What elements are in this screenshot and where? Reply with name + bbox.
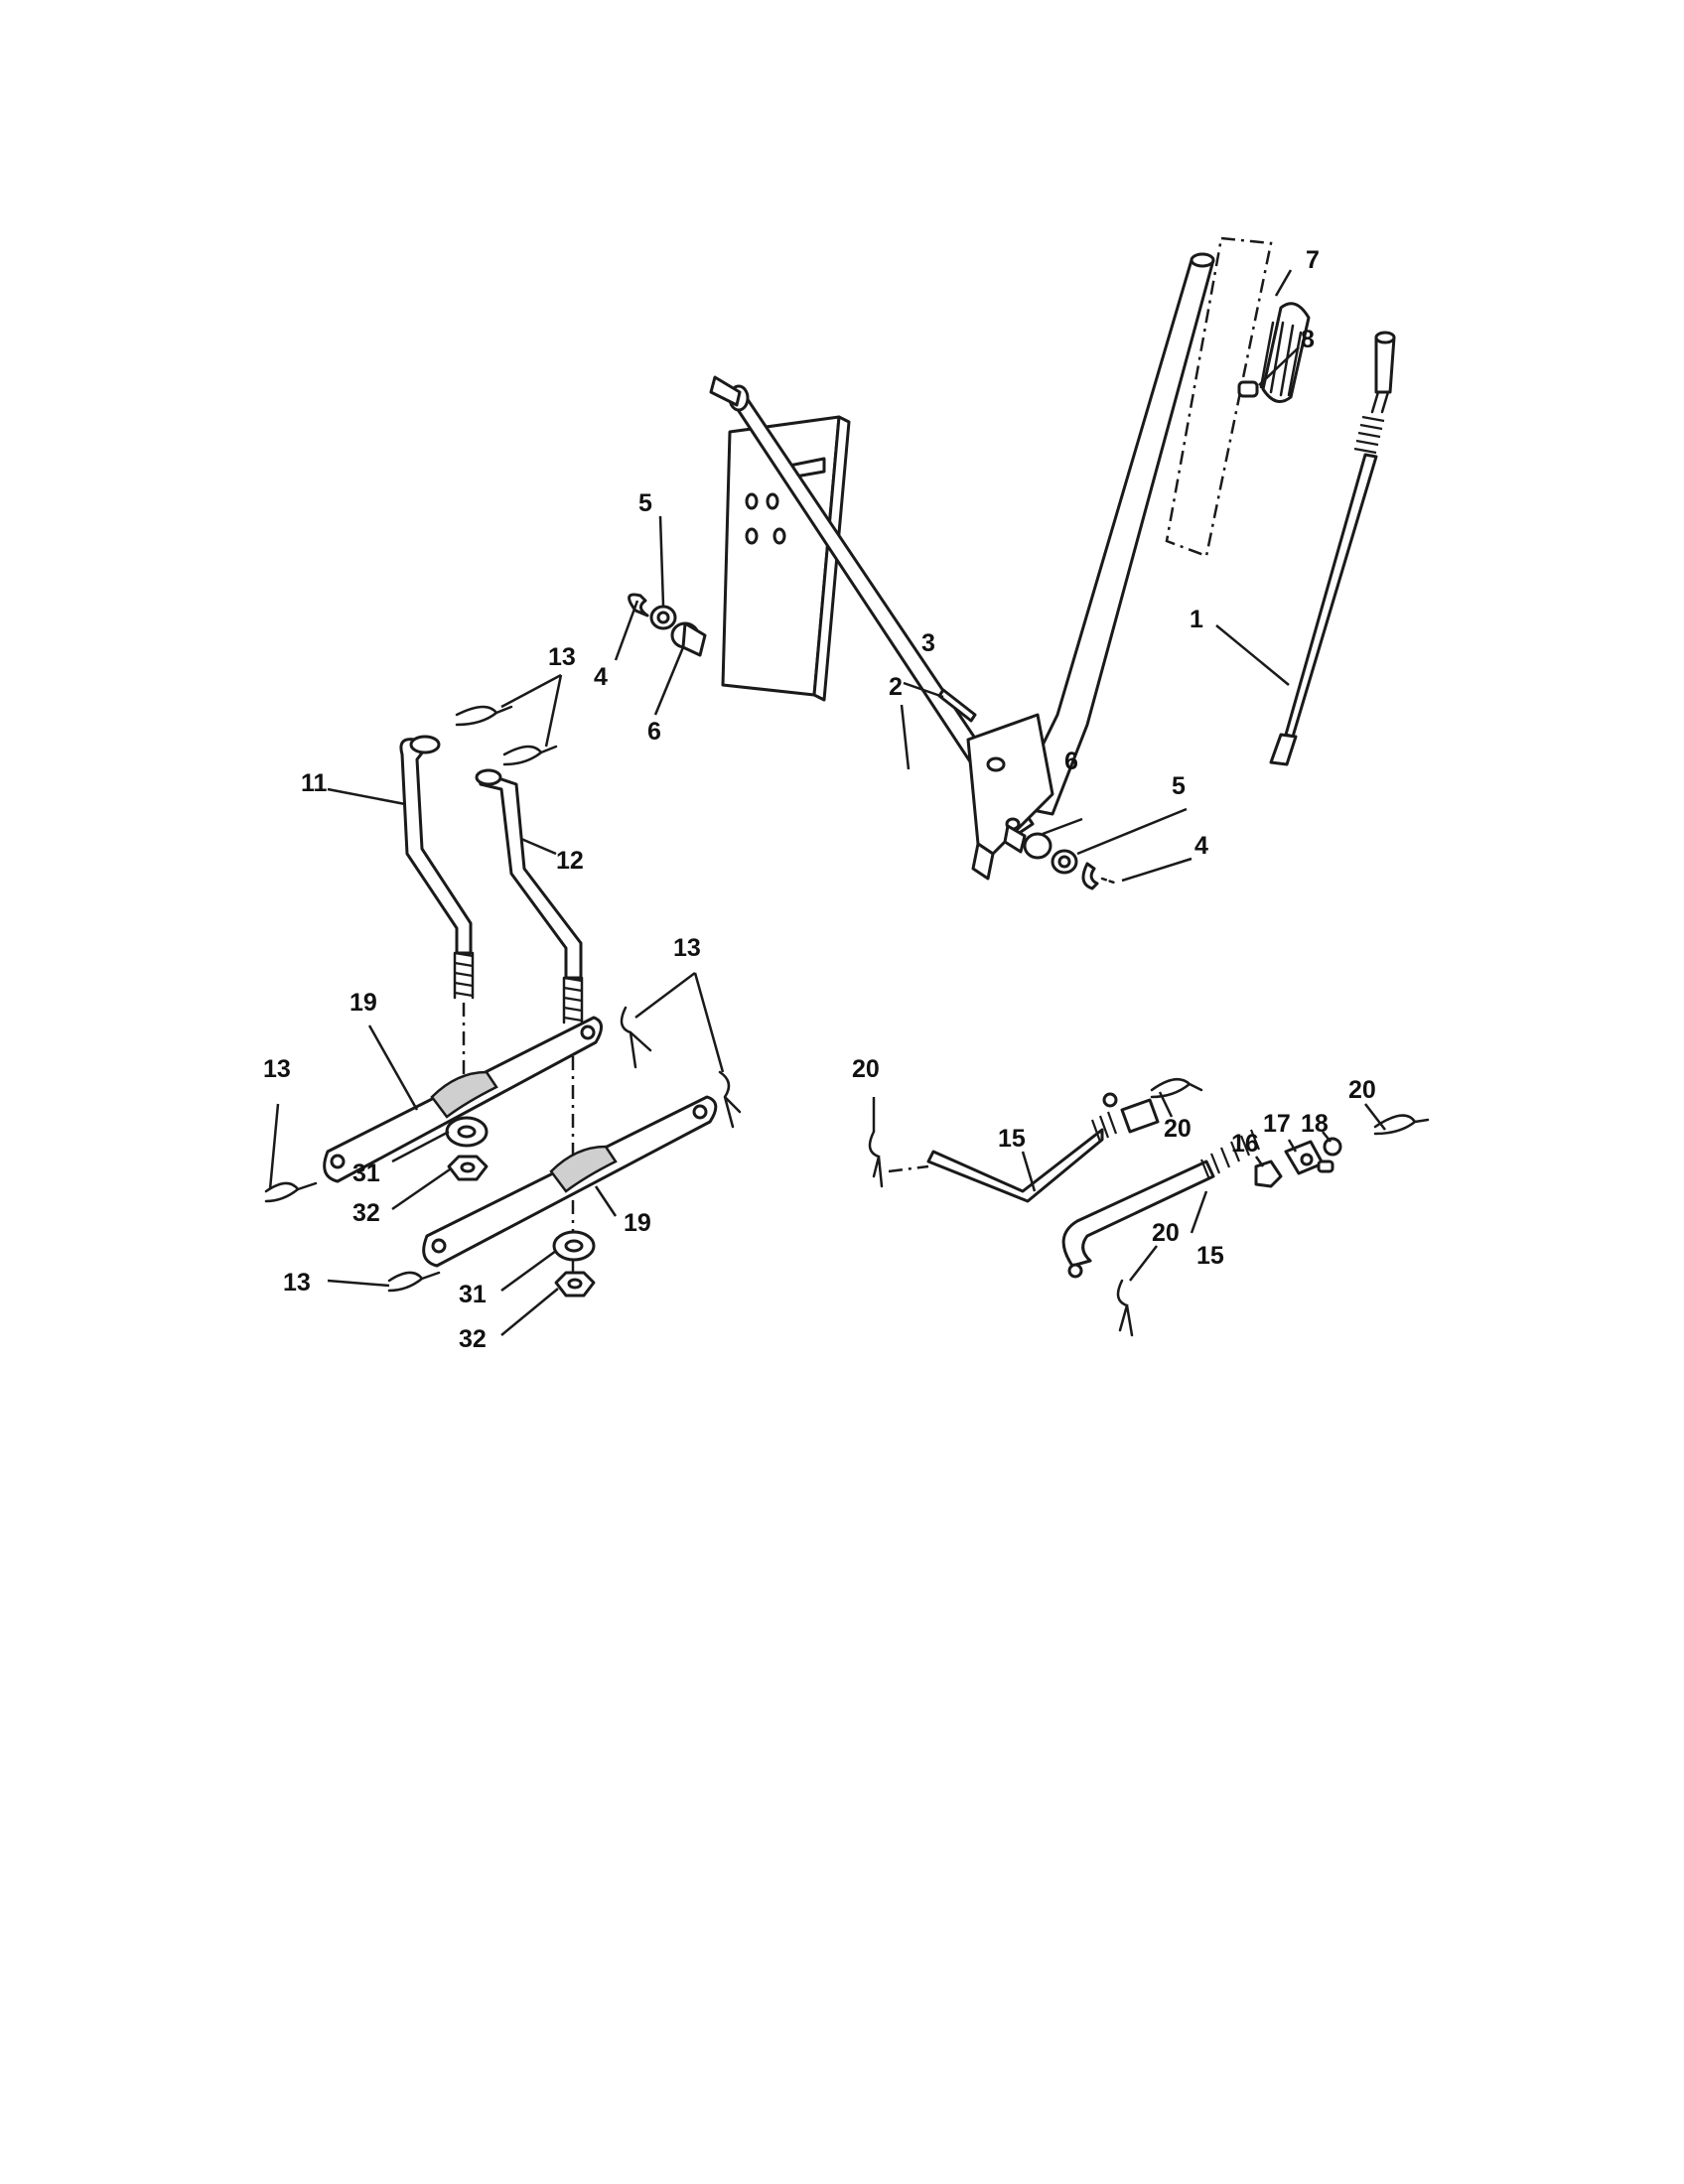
callout-5: 5 — [1172, 772, 1186, 800]
part-19-lift-bar-lower — [422, 1095, 718, 1268]
callout-8: 8 — [1301, 326, 1315, 353]
part-13-hairpin-clip — [387, 1271, 441, 1293]
callout-20: 20 — [1164, 1115, 1192, 1143]
callout-19: 19 — [624, 1209, 651, 1237]
callout-labels: 7 8 1 5 3 2 4 6 6 5 4 13 11 12 13 19 13 … — [263, 246, 1376, 1353]
callout-11: 11 — [301, 769, 328, 797]
part-20-hairpin-clip — [1116, 1279, 1134, 1337]
part-19-lift-bar-upper — [323, 1016, 603, 1183]
part-32-nut-left — [447, 1155, 489, 1181]
callout-31: 31 — [352, 1160, 380, 1187]
callout-13: 13 — [673, 934, 701, 962]
part-32-nut-right — [554, 1271, 596, 1297]
part-6-bushing-right — [1003, 824, 1052, 860]
callout-6: 6 — [647, 718, 661, 746]
callout-3: 3 — [921, 629, 935, 657]
lift-arm-bracket — [966, 713, 1054, 881]
callout-4: 4 — [594, 663, 608, 691]
part-13-hairpin-clip — [264, 1181, 318, 1203]
callout-16: 16 — [1231, 1130, 1259, 1158]
leader-lines — [268, 269, 1386, 1336]
part-12-lift-link — [475, 768, 584, 1024]
part-6-bushing-left — [670, 621, 707, 657]
part-20-hairpin-clip — [868, 1130, 884, 1188]
callout-18: 18 — [1301, 1110, 1329, 1138]
callout-20: 20 — [1348, 1076, 1376, 1104]
callout-32: 32 — [352, 1199, 380, 1227]
callout-13: 13 — [283, 1269, 311, 1297]
callout-2: 2 — [889, 673, 903, 701]
part-13-hairpin-clip — [502, 745, 558, 766]
callout-19: 19 — [350, 989, 377, 1017]
part-8-grip-insert — [1237, 380, 1259, 398]
callout-15: 15 — [1196, 1242, 1224, 1270]
callout-17: 17 — [1263, 1110, 1291, 1138]
part-3-pin — [937, 688, 977, 723]
part-13-hairpin-clip — [718, 1070, 742, 1129]
part-13-hairpin-clip — [455, 705, 513, 727]
part-5-washer-right — [1051, 849, 1078, 875]
part-20-hairpin-clip — [1373, 1114, 1430, 1136]
part-5-washer-left — [649, 605, 677, 630]
part-18-clip — [1317, 1137, 1342, 1173]
part-11-lift-link — [399, 735, 475, 1000]
part-4-e-clip-left — [628, 593, 649, 617]
part-15-rod-lower — [1061, 1129, 1261, 1279]
callout-5: 5 — [638, 489, 652, 517]
callout-7: 7 — [1306, 246, 1320, 274]
callout-15: 15 — [998, 1125, 1026, 1153]
part-13-hairpin-clip — [620, 1006, 652, 1069]
part-1-cable-rod — [1269, 331, 1396, 766]
part-20-hairpin-clip — [1150, 1077, 1203, 1099]
callout-1: 1 — [1190, 606, 1203, 633]
mounting-plate — [721, 415, 851, 702]
part-31-washer-right — [552, 1230, 596, 1262]
callout-20: 20 — [852, 1055, 880, 1083]
callout-13: 13 — [263, 1055, 291, 1083]
part-16-nut — [1254, 1160, 1283, 1188]
part-15-rod-upper — [888, 1092, 1160, 1203]
callout-20: 20 — [1152, 1219, 1180, 1247]
callout-31: 31 — [459, 1281, 487, 1308]
callout-13: 13 — [548, 643, 576, 671]
part-4-e-clip-right — [1081, 862, 1119, 890]
callout-12: 12 — [556, 847, 584, 875]
lift-handle-tube — [1011, 252, 1215, 816]
callout-32: 32 — [459, 1325, 487, 1353]
part-31-washer-left — [445, 1116, 489, 1148]
callout-4: 4 — [1194, 832, 1208, 860]
part-7-handle-grip — [1165, 236, 1311, 558]
callout-6: 6 — [1064, 748, 1078, 775]
